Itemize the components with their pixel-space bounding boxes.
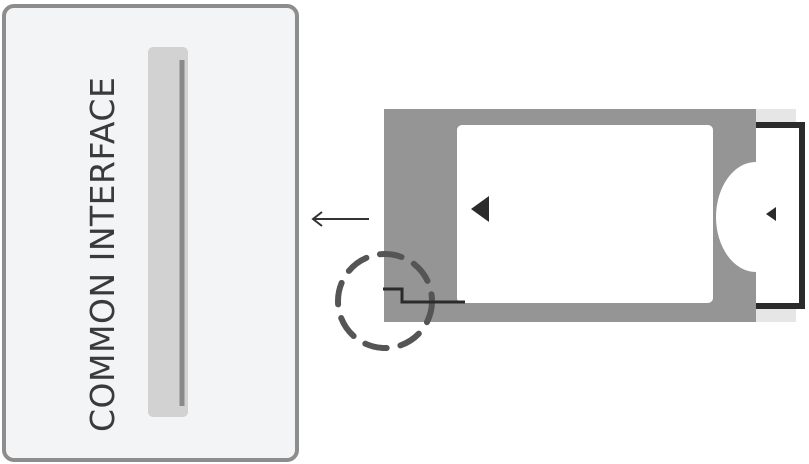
card-window — [457, 125, 713, 303]
left-arrow-icon — [311, 211, 369, 227]
detail-callout — [335, 251, 465, 351]
card-end-top — [756, 109, 796, 123]
slot-opening — [148, 47, 188, 417]
left-triangle-icon — [766, 207, 776, 221]
panel-label: COMMON INTERFACE — [83, 77, 122, 432]
card-bracket — [756, 122, 805, 309]
card-end-bottom — [756, 308, 796, 322]
stepped-edge-line — [383, 287, 465, 304]
tv-side-panel: COMMON INTERFACE — [2, 4, 299, 462]
ci-card — [384, 109, 805, 322]
left-triangle-icon — [471, 196, 489, 222]
card-notch — [716, 162, 756, 272]
ci-slot — [148, 47, 188, 417]
